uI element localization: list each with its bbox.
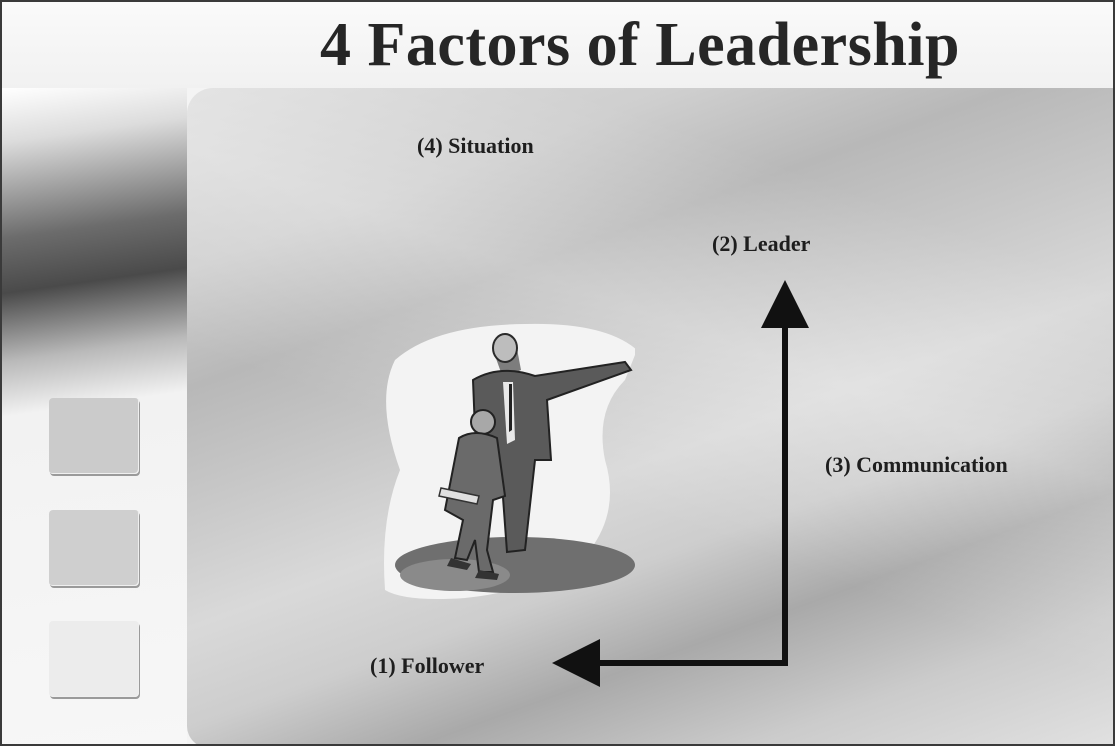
label-communication: (3) Communication bbox=[825, 452, 1008, 477]
title-band: 4 Factors of Leadership bbox=[2, 2, 1113, 88]
label-situation: (4) Situation bbox=[417, 133, 534, 158]
slide-title: 4 Factors of Leadership bbox=[319, 11, 961, 79]
decor-square-3 bbox=[49, 621, 139, 697]
label-follower: (1) Follower bbox=[370, 653, 485, 678]
content-panel bbox=[187, 88, 1113, 744]
leader-follower-figures-icon bbox=[384, 323, 635, 599]
decor-square-1 bbox=[49, 398, 139, 474]
label-leader: (2) Leader bbox=[712, 231, 811, 256]
decor-square-2 bbox=[49, 510, 139, 586]
